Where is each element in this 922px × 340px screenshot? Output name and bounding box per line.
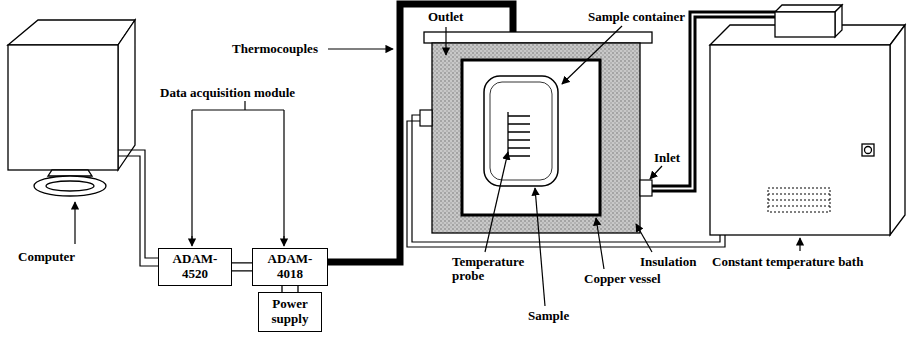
box-text: ADAM-4520 bbox=[164, 252, 226, 282]
part-label: Computer bbox=[18, 250, 75, 264]
part-label: Sample container bbox=[588, 10, 685, 24]
part-label: Temperature probe bbox=[452, 255, 536, 284]
part-label: Outlet bbox=[428, 10, 463, 24]
leader-line bbox=[192, 101, 284, 244]
power-supply-box: Power supply bbox=[258, 292, 322, 332]
leader-line bbox=[328, 48, 393, 49]
computer-cable bbox=[118, 150, 158, 266]
constant-temperature-bath bbox=[710, 5, 905, 235]
cable-connector bbox=[232, 263, 252, 271]
computer-drawing bbox=[8, 20, 135, 196]
part-label: Thermocouples bbox=[232, 42, 318, 56]
part-label: Data acquisition module bbox=[160, 86, 295, 100]
part-label: Sample bbox=[528, 309, 569, 323]
box-text: Power supply bbox=[264, 297, 316, 327]
leader-line bbox=[74, 202, 75, 244]
module-box: ADAM-4520 bbox=[158, 248, 232, 286]
arrow-head bbox=[283, 236, 284, 246]
part-label: Insulation bbox=[640, 255, 696, 269]
arrow-head bbox=[191, 236, 192, 246]
part-label: Constant temperature bath bbox=[712, 255, 863, 269]
box-text: ADAM-4018 bbox=[258, 252, 322, 282]
return-tube bbox=[407, 115, 725, 247]
part-label: Inlet bbox=[654, 151, 680, 165]
part-label: Copper vessel bbox=[584, 272, 661, 286]
module-box: ADAM-4018 bbox=[252, 248, 328, 286]
